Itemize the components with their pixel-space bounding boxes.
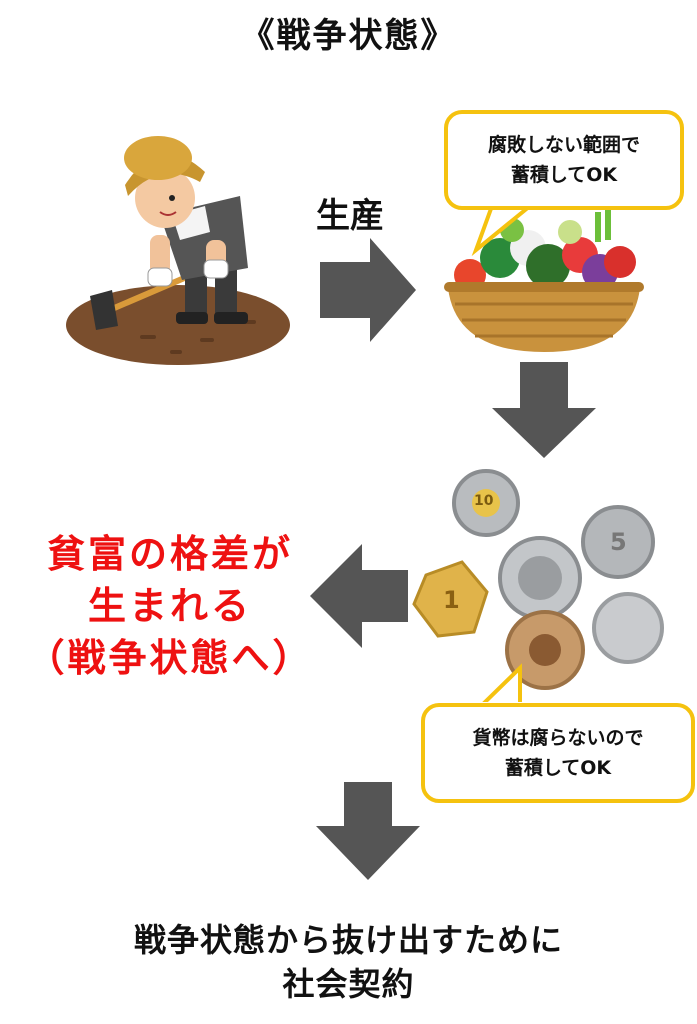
bubble-money-line2: 蓄積してOK (504, 757, 612, 779)
conclusion-line1: 戦争状態から抜け出すために (133, 921, 563, 959)
bubble-crops: 腐敗しない範囲で 蓄積してOK (444, 110, 684, 210)
inequality-line2: 生まれる (87, 584, 252, 628)
bubble-crops-line1: 腐敗しない範囲で (487, 134, 640, 156)
arrow-left (310, 544, 408, 648)
coins-icon (412, 469, 664, 690)
arrow-right (320, 238, 416, 342)
produce-label: 生産 (316, 196, 384, 236)
inequality-line1: 貧富の格差が (46, 532, 293, 576)
page-title: 《戦争状態》 (240, 16, 457, 56)
coin-ten-label: 10 (474, 493, 494, 509)
inequality-line3: （戦争状態へ） (26, 636, 314, 680)
conclusion-line2: 社会契約 (282, 965, 415, 1003)
bubble-money: 貨幣は腐らないので 蓄積してOK (421, 703, 695, 803)
inequality-text: 貧富の格差が 生まれる （戦争状態へ） (20, 528, 320, 684)
bubble-crops-line2: 蓄積してOK (510, 164, 618, 186)
farmer-hoe-icon (66, 136, 290, 365)
conclusion-text: 戦争状態から抜け出すために 社会契約 (0, 918, 697, 1006)
bubble-money-line1: 貨幣は腐らないので (472, 727, 644, 749)
coin-five-label: 5 (610, 528, 627, 556)
coin-one-label: 1 (443, 586, 460, 614)
arrow-down-right (492, 362, 596, 458)
bubble-money-tail (475, 663, 522, 709)
vegetable-basket-icon (444, 206, 644, 352)
arrow-down-bottom (316, 782, 420, 880)
